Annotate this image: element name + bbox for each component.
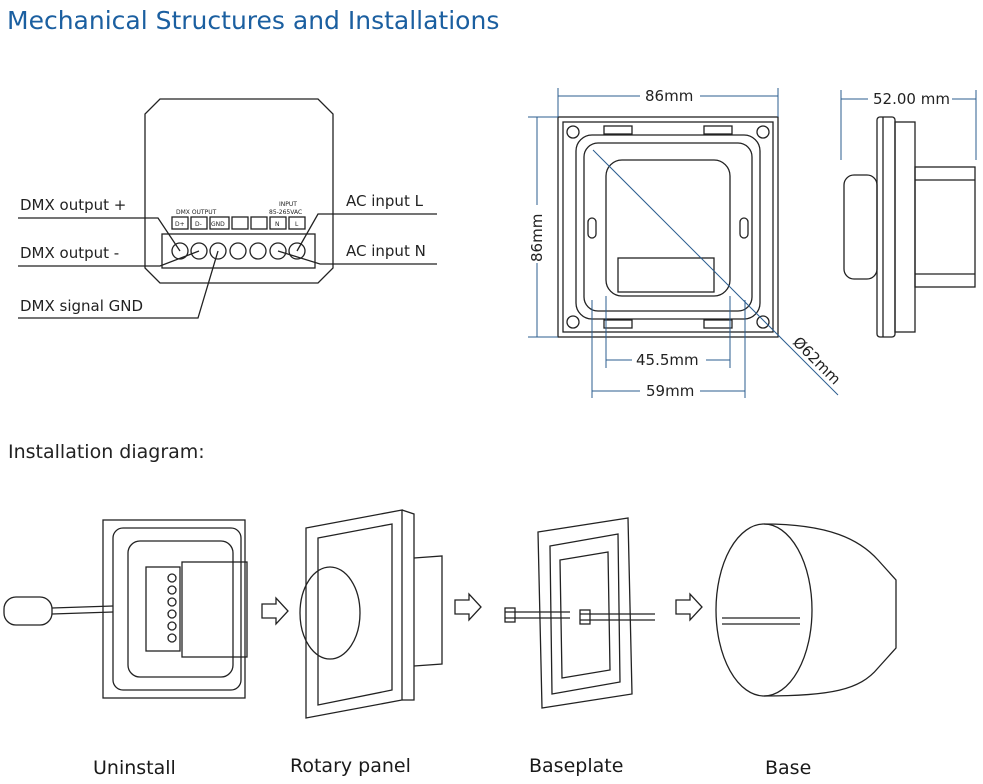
leader-dmx-gnd [18, 250, 219, 319]
terminal-label: N [275, 221, 280, 228]
clip [603, 125, 633, 135]
terminal-box [231, 216, 249, 230]
front-cutout [605, 159, 731, 297]
leader-dmx-minus [18, 250, 200, 267]
front-slot [617, 257, 715, 293]
clip [603, 319, 633, 329]
panel-back-inner [112, 527, 242, 691]
module-body [181, 561, 248, 658]
label-dmx-minus: DMX output - [20, 244, 119, 262]
label-ac-l: AC input L [346, 192, 424, 210]
front-inner-rim-2 [583, 142, 753, 312]
mount-slot [587, 217, 597, 239]
dim-width: 86mm [645, 87, 693, 105]
panel-back-rim [127, 540, 234, 678]
terminal-strip [145, 566, 181, 652]
installation-title: Installation diagram: [8, 441, 205, 463]
screw-hole [756, 315, 770, 329]
label-voltage: 85-265VAC [269, 209, 302, 216]
baseplate-frame [537, 517, 633, 709]
leader-dmx-plus [18, 217, 181, 252]
terminal-box [288, 216, 306, 230]
screw-hole [566, 315, 580, 329]
terminal-box [269, 216, 287, 230]
module-outline [144, 98, 334, 284]
clip [703, 125, 733, 135]
dim-bg [640, 86, 700, 106]
base-rim [715, 523, 813, 697]
screw-head [579, 609, 591, 625]
terminal-block [161, 233, 316, 269]
front-inner-rim [575, 134, 761, 320]
dim-bg [632, 350, 706, 370]
side-plate [876, 116, 896, 338]
clip [703, 319, 733, 329]
dim-height: 86mm [528, 214, 546, 262]
terminal-label: D+ [175, 221, 185, 228]
label-dmx-output: DMX OUTPUT [176, 209, 217, 216]
label-dmx-plus: DMX output + [20, 196, 126, 214]
terminal-label: L [295, 221, 299, 228]
step-caption-rotary-panel: Rotary panel [290, 755, 411, 777]
step-rotary-panel [299, 509, 443, 719]
side-body [914, 166, 976, 288]
terminal-box [209, 216, 230, 230]
screwdriver-handle [3, 596, 53, 626]
step-uninstall [3, 519, 248, 699]
label-ac-n: AC input N [346, 242, 426, 260]
terminal-box [250, 216, 268, 230]
front-frame-inner [562, 121, 774, 333]
dim-diameter: Ø62mm [789, 333, 844, 388]
dim-inner-2: 59mm [646, 382, 694, 400]
terminal-box [171, 216, 189, 230]
step-baseplate [504, 517, 655, 709]
page-title: Mechanical Structures and Installations [7, 6, 500, 35]
step-caption-baseplate: Baseplate [529, 755, 624, 777]
terminal-screws [167, 573, 177, 643]
label-dmx-gnd: DMX signal GND [20, 297, 143, 315]
terminal-label: GND [211, 221, 225, 228]
side-view [843, 116, 976, 338]
front-view [557, 116, 779, 338]
screw-hole [756, 125, 770, 139]
side-knob [843, 174, 878, 280]
dim-bg [527, 205, 547, 263]
terminal-label: D- [195, 221, 202, 228]
leader-ac-l [296, 213, 437, 252]
panel-face [305, 509, 403, 719]
rotary-knob [299, 566, 361, 660]
wiring-diagram [18, 98, 437, 319]
front-frame [557, 116, 779, 338]
step-base [715, 523, 897, 697]
panel-back [102, 519, 246, 699]
dim-inner-1: 45.5mm [636, 351, 699, 369]
terminal-box [190, 216, 208, 230]
dim-depth: 52.00 mm [873, 90, 950, 108]
step-caption-base: Base [765, 757, 812, 779]
label-input: INPUT [279, 201, 297, 208]
terminal-screws [171, 242, 306, 260]
screw-hole [566, 125, 580, 139]
arrow-icon [261, 592, 703, 626]
leader-ac-n [277, 250, 437, 265]
dim-bg [640, 381, 700, 401]
mount-slot [739, 217, 749, 239]
screw-head [504, 607, 516, 623]
step-caption-uninstall: Uninstall [93, 757, 176, 779]
side-frame [894, 121, 916, 333]
dim-bg [868, 89, 952, 109]
